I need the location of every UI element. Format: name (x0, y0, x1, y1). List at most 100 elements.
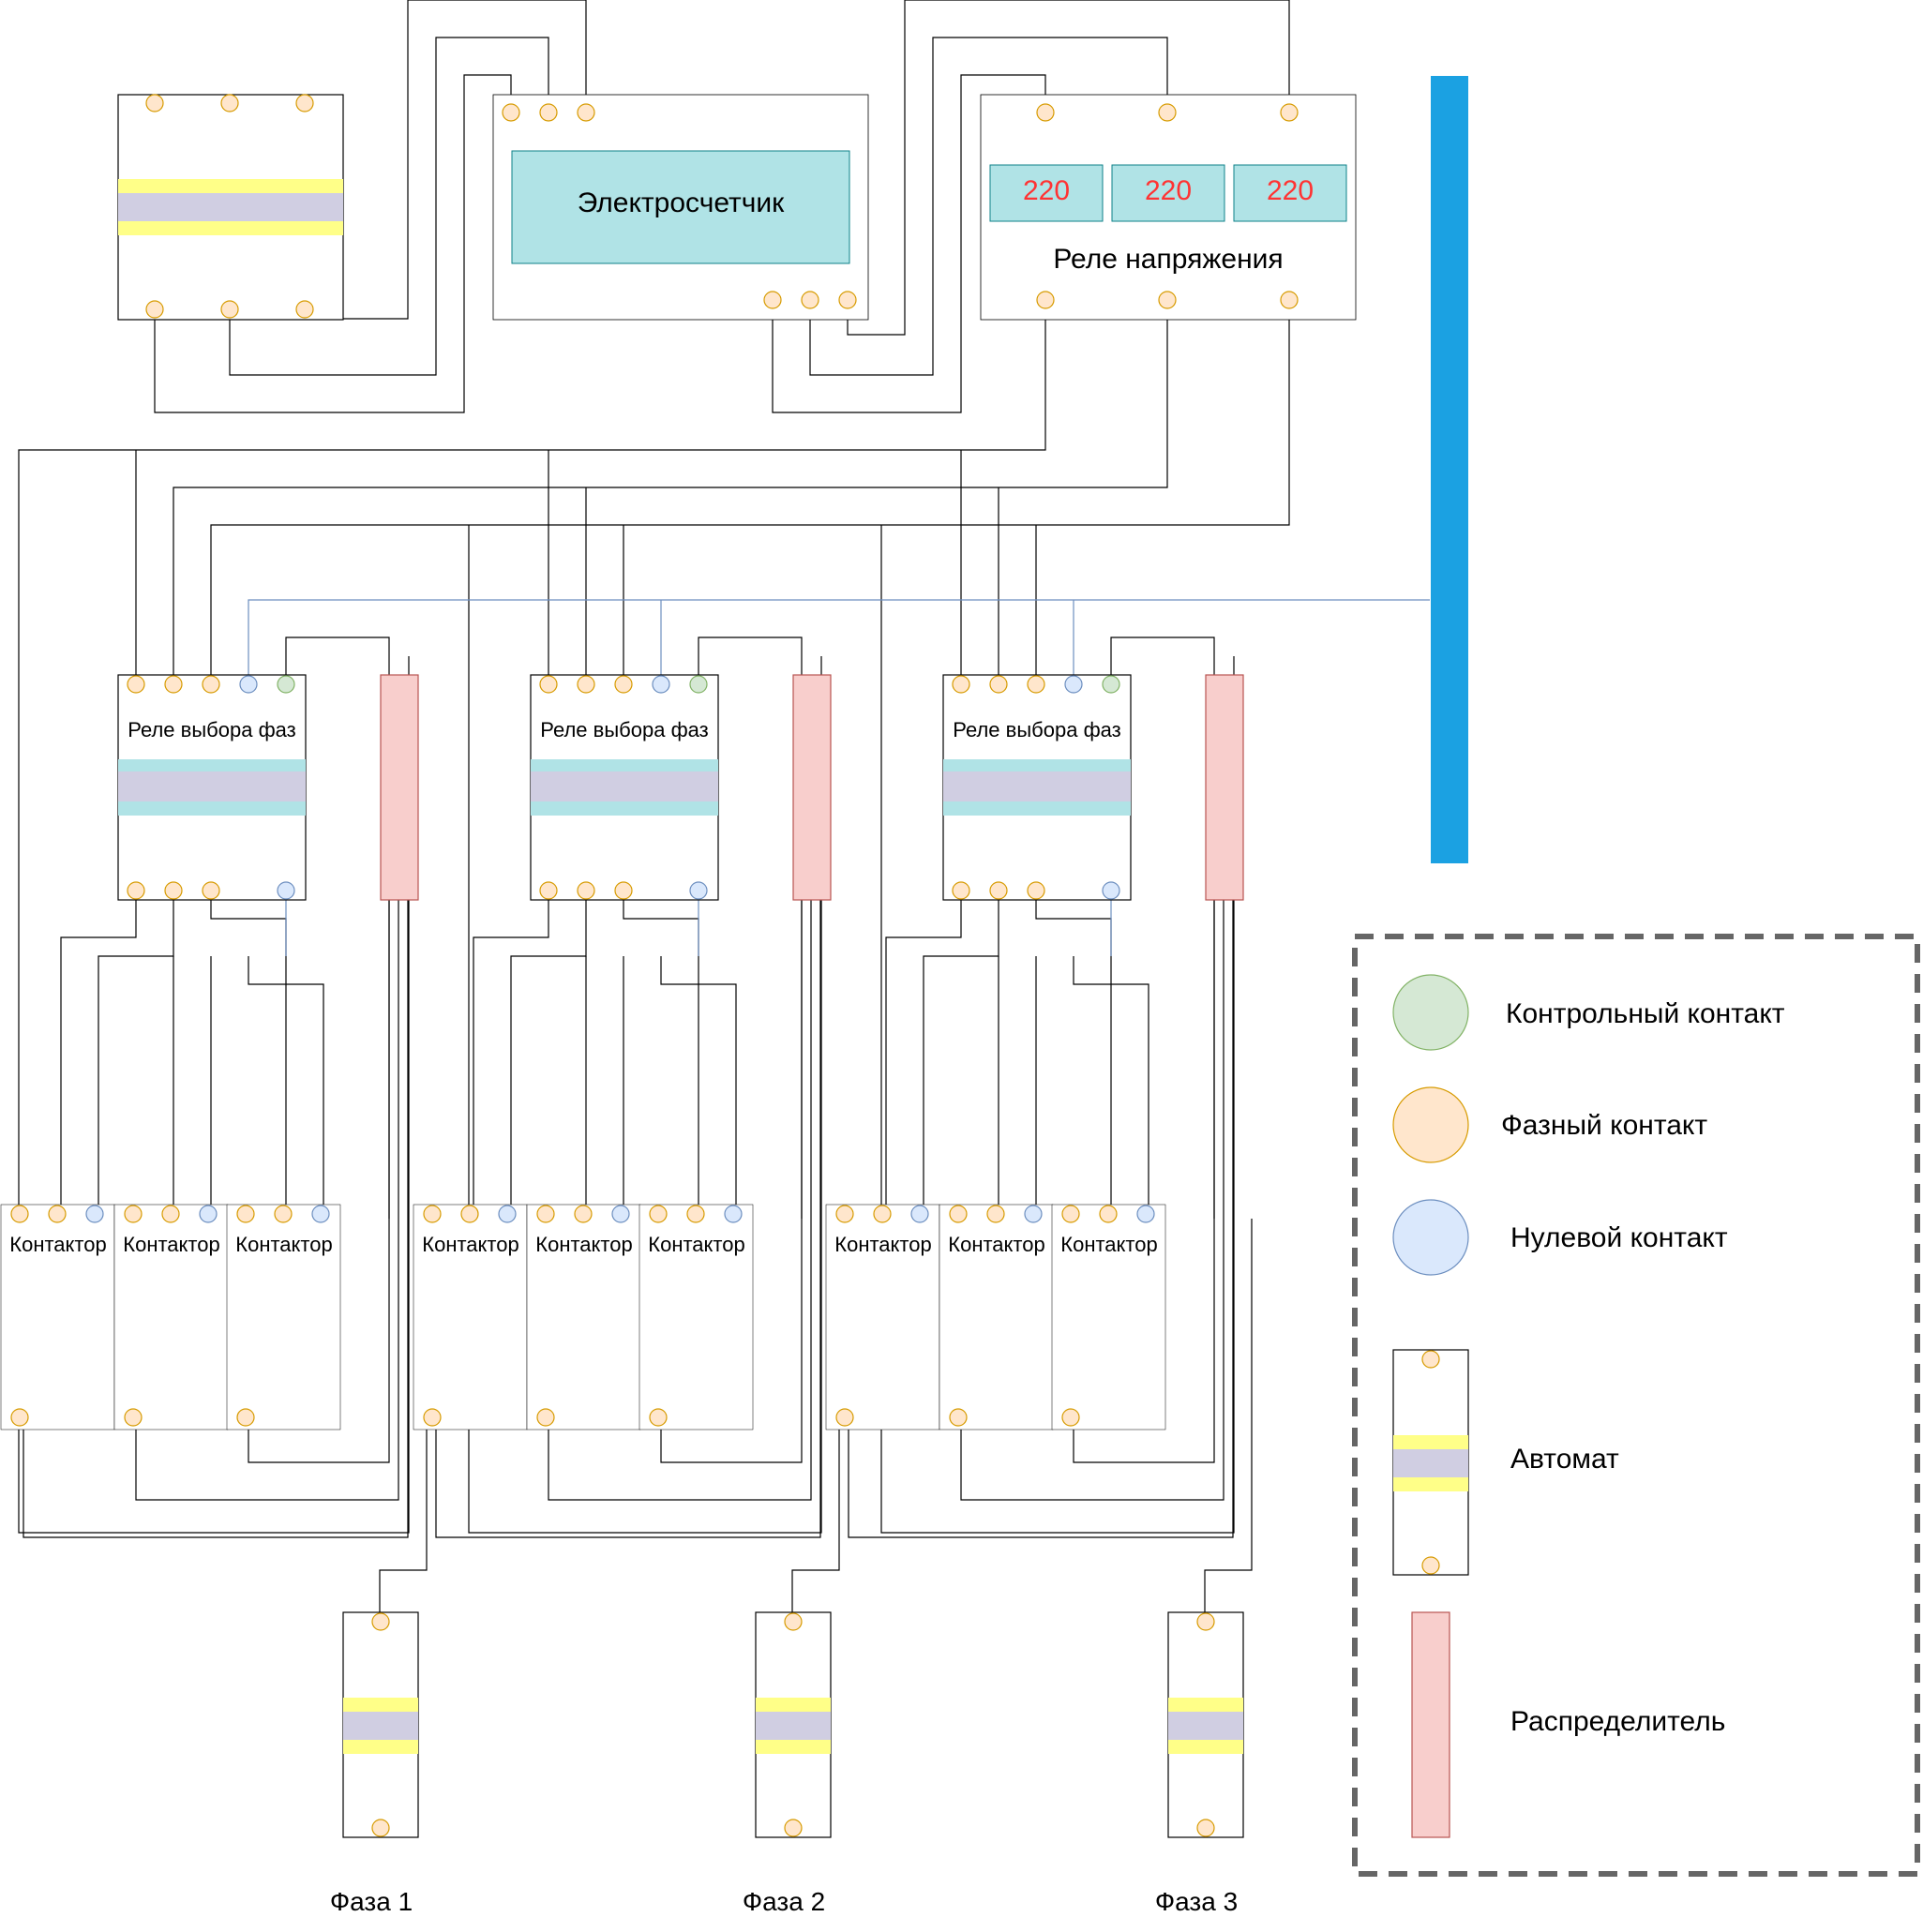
wire-phase-b-distribution (173, 302, 1168, 675)
wire-contactor-out-3c (1073, 900, 1215, 1463)
contactor-neutral-2-2 (611, 1205, 630, 1223)
contactor-in-a-1-2 (124, 1205, 143, 1223)
contactor-in-a-3-1 (835, 1205, 854, 1223)
phase-relay-out-a-2 (539, 881, 558, 900)
phase-relay-control-3 (1102, 675, 1120, 694)
voltage-reading-2: 220 (1145, 175, 1192, 206)
contactor-body-3-3 (1051, 1204, 1166, 1430)
voltage-relay-in-2 (1158, 103, 1177, 122)
wire-contactor-feed-3c (1073, 956, 1149, 1214)
phase-relay-out-c-2 (614, 881, 633, 900)
contactor-in-b-3-2 (986, 1205, 1005, 1223)
meter-label: Электросчетчик (578, 187, 785, 218)
legend-breaker-out (1421, 1556, 1440, 1575)
contactor-label-1-2: Контактор (123, 1233, 219, 1256)
phase-relay-neutral-in-2 (652, 675, 670, 694)
phase-relay-label-1: Реле выбора фаз (128, 718, 296, 741)
phase-breaker-out-2 (784, 1819, 803, 1837)
distributor-1 (380, 674, 419, 901)
contactor-in-a-3-3 (1061, 1205, 1080, 1223)
contactor-out-3-1 (835, 1408, 854, 1427)
legend-phase-icon (1392, 1086, 1469, 1163)
phase-label-2: Фаза 2 (743, 1887, 825, 1916)
phase-relay-in-a-2 (539, 675, 558, 694)
phase-breaker-lavender-3 (1168, 1712, 1243, 1740)
meter-out-2 (801, 291, 819, 309)
wire-breaker-to-meter-1 (305, 0, 587, 320)
legend-breaker-label: Автомат (1510, 1444, 1619, 1475)
phase-breaker-in-3 (1196, 1612, 1215, 1631)
meter-in-2 (539, 103, 558, 122)
distributor-2 (792, 674, 832, 901)
contactor-in-b-1-1 (48, 1205, 67, 1223)
wire-contactor-out-1a (23, 900, 409, 1538)
wire-breaker-to-meter-2 (229, 37, 549, 376)
wire-breaker-to-meter-3 (154, 74, 512, 413)
contactor-body-1-2 (113, 1204, 229, 1430)
wire-relay-to-contactor-1c (210, 898, 287, 1214)
contactor-out-3-3 (1061, 1408, 1080, 1427)
phase-relay-band-inner-1 (118, 771, 306, 801)
voltage-display-3 (1233, 164, 1347, 222)
contactor-in-a-2-1 (423, 1205, 442, 1223)
voltage-relay-label: Реле напряжения (1053, 244, 1283, 275)
wire-contactor-out-1b (135, 900, 399, 1501)
phase-relay-out-c-3 (1027, 881, 1045, 900)
voltage-reading-3: 220 (1267, 175, 1314, 206)
phase-breaker-yellow-top-2 (756, 1698, 831, 1712)
phase-breaker-yellow-bottom-3 (1168, 1740, 1243, 1754)
contactor-in-a-1-1 (10, 1205, 29, 1223)
contactor-body-2-1 (413, 1204, 528, 1430)
wire-phase-a-distribution (18, 302, 1046, 1534)
contactor-body-3-2 (939, 1204, 1054, 1430)
phase-breaker-yellow-bottom-2 (756, 1740, 831, 1754)
contactor-in-b-2-3 (686, 1205, 705, 1223)
voltage-display-1 (989, 164, 1104, 222)
contactor-out-2-1 (423, 1408, 442, 1427)
phase-relay-control-1 (277, 675, 295, 694)
phase-relay-out-a-1 (127, 881, 145, 900)
phase-relay-band-inner-2 (531, 771, 718, 801)
legend-phase-label: Фазный контакт (1501, 1110, 1707, 1141)
wire-phase-c-distribution (210, 302, 1290, 675)
neutral-bus-bar (1431, 76, 1468, 863)
contactor-label-1-1: Контактор (9, 1233, 106, 1256)
voltage-relay-in-3 (1280, 103, 1299, 122)
wire-relay-to-contactor-3b (923, 898, 999, 1214)
contactor-out-3-2 (949, 1408, 968, 1427)
main-breaker-out-2 (220, 300, 239, 319)
legend-neutral-label: Нулевой контакт (1510, 1222, 1728, 1253)
voltage-display-2 (1111, 164, 1225, 222)
contactor-neutral-1-1 (85, 1205, 104, 1223)
contactor-label-3-2: Контактор (948, 1233, 1044, 1256)
legend-control-label: Контрольный контакт (1506, 998, 1785, 1029)
phase-breaker-yellow-top-1 (343, 1698, 418, 1712)
contactor-body-2-2 (526, 1204, 641, 1430)
main-breaker-yellow-top (118, 179, 343, 193)
wire-meter-to-relay-3 (772, 74, 1046, 413)
phase-relay-out-a-3 (952, 881, 970, 900)
voltage-relay-in-1 (1036, 103, 1055, 122)
voltage-relay-out-2 (1158, 291, 1177, 309)
wire-neutral-line (248, 599, 1430, 675)
phase-breaker-yellow-top-3 (1168, 1698, 1243, 1712)
wire-relay-to-contactor-2c (623, 898, 699, 1214)
wire-contactor-out-2a (435, 900, 821, 1538)
wire-contactor-feed-2c (660, 956, 737, 1214)
contactor-out-1-1 (10, 1408, 29, 1427)
legend-breaker-yellow-bottom (1393, 1477, 1468, 1491)
contactor-label-2-1: Контактор (422, 1233, 518, 1256)
main-breaker-out-3 (295, 300, 314, 319)
phase-relay-in-a-3 (952, 675, 970, 694)
contactor-neutral-1-3 (311, 1205, 330, 1223)
contactor-neutral-1-2 (199, 1205, 218, 1223)
main-breaker-in-3 (295, 94, 314, 112)
wire-relay-to-contactor-3c (1035, 898, 1112, 1214)
phase-relay-in-a-1 (127, 675, 145, 694)
phase-relay-control-2 (689, 675, 708, 694)
contactor-label-3-3: Контактор (1060, 1233, 1157, 1256)
contactor-neutral-3-1 (910, 1205, 929, 1223)
contactor-in-a-3-2 (949, 1205, 968, 1223)
contactor-in-b-1-2 (161, 1205, 180, 1223)
